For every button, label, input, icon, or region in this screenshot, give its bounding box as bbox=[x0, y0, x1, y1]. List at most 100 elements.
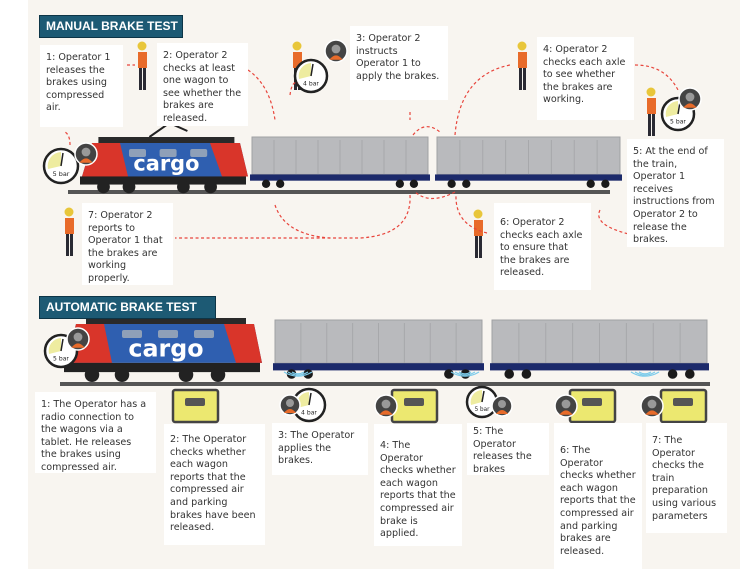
wagon-frame bbox=[273, 363, 484, 371]
wheel bbox=[210, 367, 226, 383]
wagon-frame bbox=[435, 174, 622, 181]
auto-step-1: 1: The Operator has a radio connection t… bbox=[35, 392, 156, 473]
manual-step-1: 1: Operator 1 releases the brakes using … bbox=[40, 45, 123, 127]
gauge-label: 5 bar bbox=[475, 407, 491, 413]
wheel bbox=[276, 179, 285, 188]
wheel bbox=[84, 367, 100, 383]
manual-step-2: 2: Operator 2 checks at least one wagon … bbox=[157, 43, 248, 126]
worker-icon bbox=[137, 41, 147, 90]
tablet-icon bbox=[390, 388, 439, 424]
auto-step-4: 4: The Operator checks whether each wago… bbox=[374, 424, 462, 546]
worker-icon bbox=[646, 87, 656, 136]
gauge-needle bbox=[60, 338, 64, 352]
dashed-arrow bbox=[175, 194, 411, 239]
wheel bbox=[97, 180, 110, 194]
manual-step-6: 6: Operator 2 checks each axle to ensure… bbox=[494, 203, 591, 290]
dashed-arrow bbox=[274, 204, 331, 239]
freight-wagon bbox=[490, 319, 709, 379]
gauge-needle bbox=[60, 152, 64, 167]
gauge-needle bbox=[310, 63, 314, 77]
auto-step-5: 5: The Operator releases the brakes bbox=[467, 423, 549, 475]
wheel bbox=[685, 369, 695, 379]
gauge-label: 5 bar bbox=[53, 170, 70, 178]
gauge-label: 4 bar bbox=[301, 410, 317, 417]
window bbox=[122, 330, 142, 338]
dashed-arrow bbox=[634, 64, 679, 91]
dashed-arrow bbox=[412, 126, 441, 136]
gauge-label: 4 bar bbox=[303, 81, 319, 88]
manual-step-4: 4: Operator 2 checks each axle to see wh… bbox=[537, 37, 634, 120]
locomotive-label: cargo bbox=[128, 334, 203, 362]
dashed-arrow bbox=[64, 131, 71, 146]
locomotive-roof bbox=[98, 137, 235, 143]
wheel bbox=[444, 369, 454, 379]
dashed-arrow bbox=[289, 81, 299, 96]
operator-avatar-icon bbox=[491, 395, 513, 417]
auto-step-2: 2: The Operator checks whether each wago… bbox=[164, 424, 265, 545]
wagon-frame bbox=[250, 174, 430, 181]
operator-avatar-icon bbox=[640, 394, 664, 418]
window bbox=[194, 330, 214, 338]
locomotive: cargo bbox=[80, 121, 248, 194]
gauge-needle bbox=[481, 390, 485, 403]
wheel bbox=[178, 367, 194, 383]
auto-step-3: 3: The Operator applies the brakes. bbox=[272, 423, 368, 475]
locomotive-underframe bbox=[64, 362, 260, 373]
locomotive-roof bbox=[86, 318, 246, 324]
wheel bbox=[177, 180, 190, 194]
radio-signal-icon bbox=[450, 371, 480, 377]
wheel bbox=[462, 179, 471, 188]
dashed-arrow bbox=[247, 69, 276, 121]
wheel bbox=[122, 180, 136, 194]
worker-icon bbox=[473, 209, 483, 258]
wheel bbox=[521, 369, 532, 379]
radio-signal-icon bbox=[630, 371, 660, 377]
wagon-frame bbox=[490, 363, 709, 371]
worker-icon bbox=[64, 207, 74, 256]
dashed-arrow bbox=[455, 194, 488, 234]
operator-avatar-icon bbox=[678, 87, 702, 111]
window bbox=[129, 149, 146, 157]
locomotive-underframe bbox=[80, 176, 246, 185]
rail bbox=[68, 190, 610, 194]
locomotive: cargo bbox=[64, 302, 262, 383]
gauge-label: 5 bar bbox=[53, 356, 69, 363]
locomotive-rear bbox=[210, 143, 248, 177]
operator-avatar-icon bbox=[74, 142, 98, 166]
window bbox=[159, 149, 177, 157]
pressure-gauge-icon: 4 bar bbox=[293, 58, 329, 94]
window bbox=[158, 330, 178, 338]
auto-step-6: 6: The Operator checks whether each wago… bbox=[554, 423, 642, 569]
wheel bbox=[504, 369, 514, 379]
pressure-gauge-icon: 5 bar bbox=[42, 147, 80, 185]
gauge-label: 5 bar bbox=[670, 119, 686, 126]
worker-icon bbox=[517, 41, 527, 90]
wheel bbox=[261, 179, 271, 188]
gauge-needle bbox=[308, 392, 312, 406]
operator-avatar-icon bbox=[374, 394, 398, 418]
freight-wagon bbox=[435, 136, 622, 188]
radio-signal-icon bbox=[283, 371, 313, 377]
operator-avatar-icon bbox=[66, 327, 90, 351]
automatic-brake-test-title: AUTOMATIC BRAKE TEST bbox=[39, 296, 216, 319]
locomotive-rear bbox=[224, 324, 262, 363]
wheel bbox=[586, 179, 595, 188]
wheel bbox=[395, 179, 404, 188]
wheel bbox=[204, 180, 217, 194]
wheel bbox=[114, 367, 130, 383]
dashed-arrow bbox=[454, 64, 511, 136]
auto-step-7: 7: The Operator checks the train prepara… bbox=[646, 423, 727, 533]
dashed-arrow bbox=[414, 191, 456, 200]
locomotive-label: cargo bbox=[133, 152, 199, 176]
wheel bbox=[601, 179, 610, 188]
wheel bbox=[667, 369, 678, 379]
manual-brake-test-title: MANUAL BRAKE TEST bbox=[39, 15, 183, 38]
tablet-icon bbox=[171, 388, 220, 424]
window bbox=[190, 149, 208, 157]
wheel bbox=[447, 179, 456, 188]
freight-wagon bbox=[273, 319, 484, 379]
operator-avatar-icon bbox=[324, 39, 348, 63]
freight-wagon bbox=[250, 136, 430, 188]
tablet-icon bbox=[659, 388, 708, 424]
